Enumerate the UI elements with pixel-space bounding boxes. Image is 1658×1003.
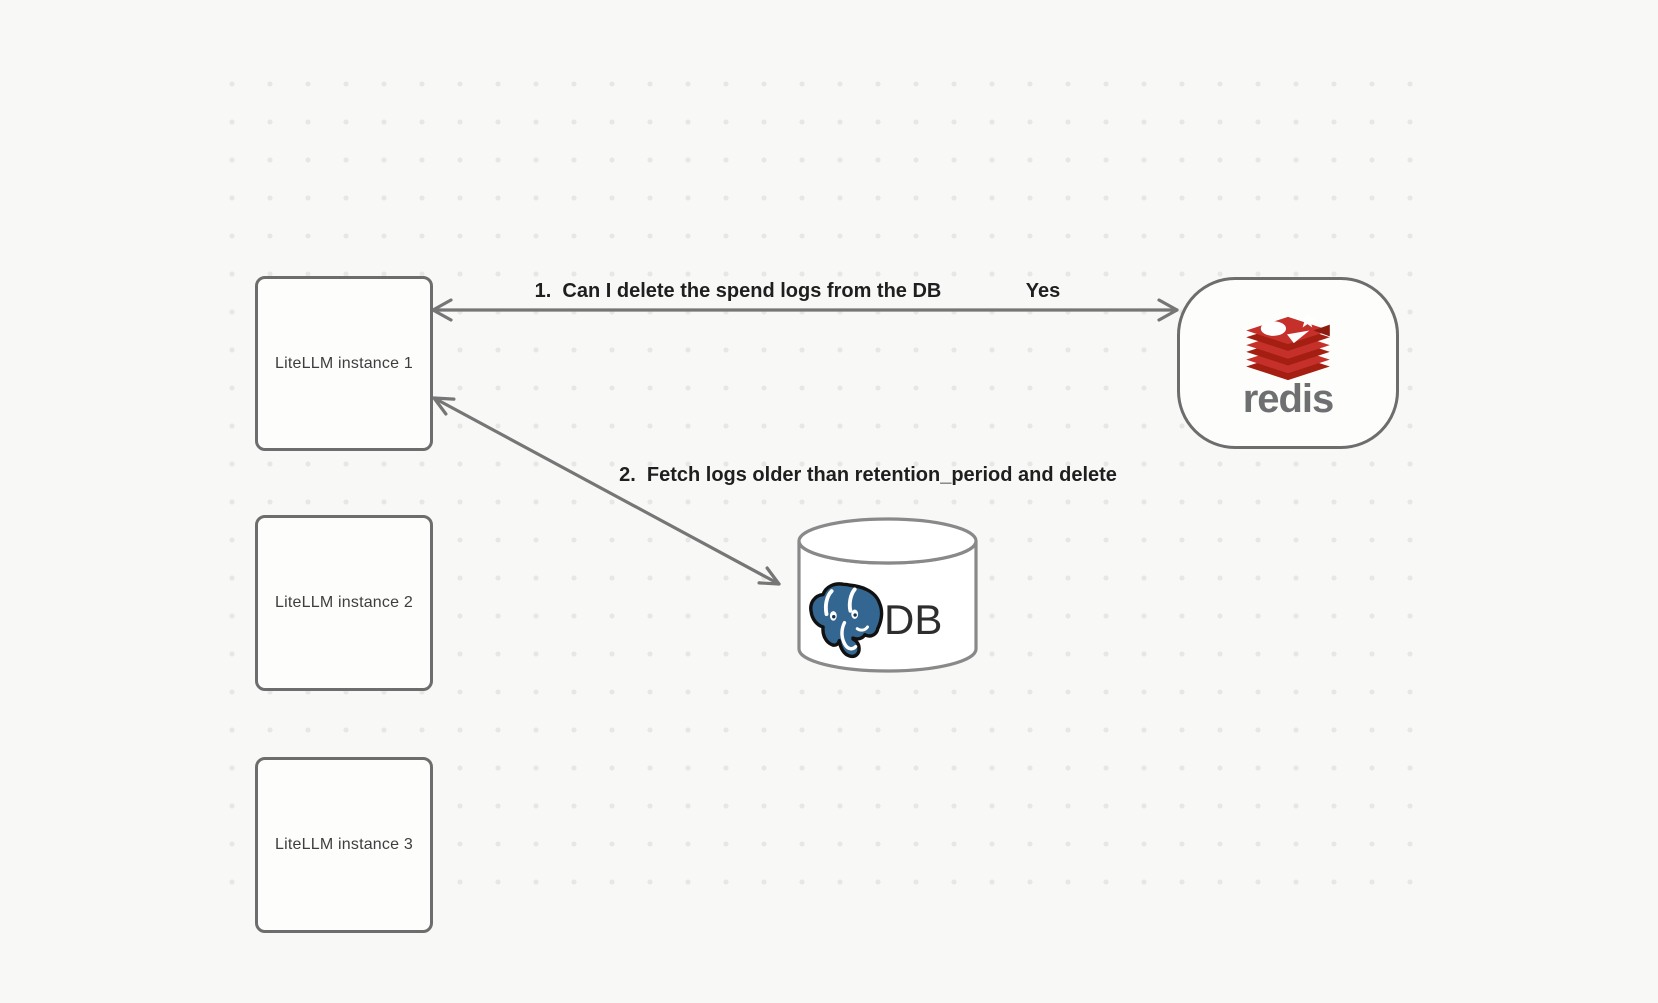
redis-stack-icon	[1246, 313, 1330, 381]
node-db-cylinder[interactable]	[796, 516, 980, 676]
edge1-answer: Yes	[1025, 280, 1061, 302]
node-label: LiteLLM instance 2	[275, 594, 413, 611]
db-label: DB	[884, 596, 943, 643]
node-litellm-instance-3[interactable]: LiteLLM instance 3	[255, 757, 433, 933]
node-redis[interactable]: redis	[1177, 277, 1399, 449]
postgresql-elephant-icon	[809, 582, 884, 659]
edge1-label: 1. Can I delete the spend logs from the …	[534, 280, 942, 302]
node-label: LiteLLM instance 3	[275, 836, 413, 853]
node-litellm-instance-2[interactable]: LiteLLM instance 2	[255, 515, 433, 691]
node-label: LiteLLM instance 1	[275, 354, 413, 372]
node-litellm-instance-1[interactable]: LiteLLM instance 1	[255, 276, 433, 451]
edge2-label: 2. Fetch logs older than retention_perio…	[619, 464, 1117, 486]
redis-wordmark: redis	[1242, 377, 1335, 421]
